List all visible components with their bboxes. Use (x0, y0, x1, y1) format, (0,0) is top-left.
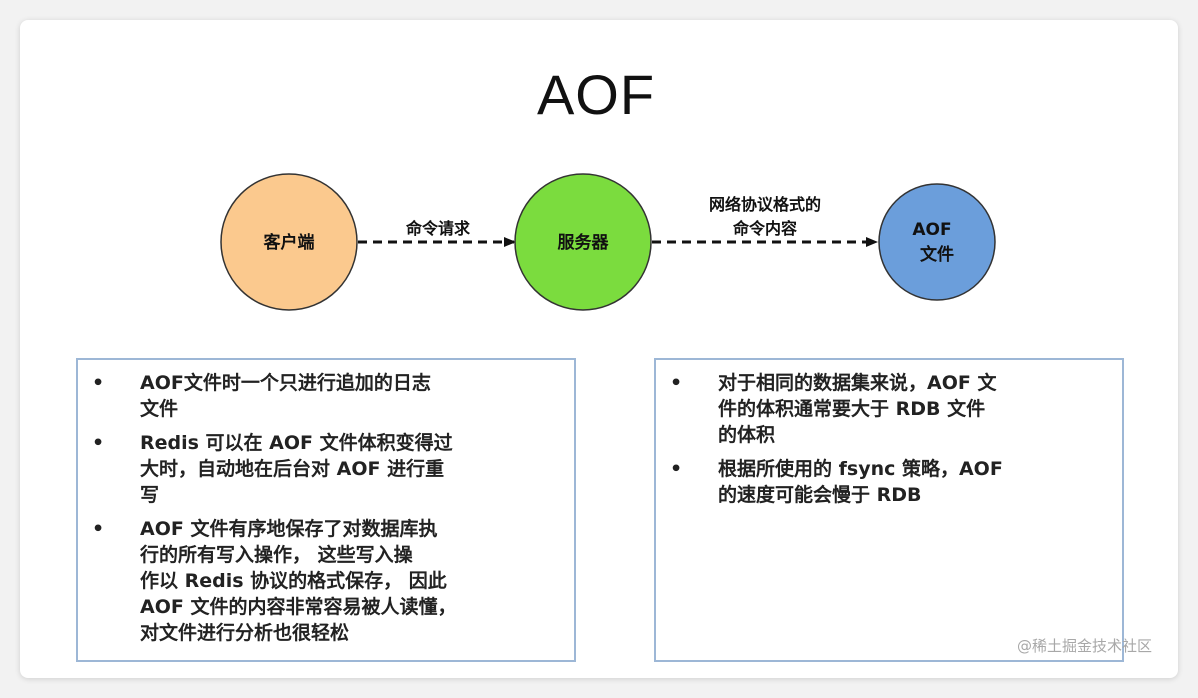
list-item-line: 的速度可能会慢于 RDB (718, 484, 922, 506)
bullet-icon: • (92, 518, 105, 540)
list-item-line: AOF 文件有序地保存了对数据库执 (140, 518, 438, 540)
node-server-circle (514, 173, 652, 311)
node-client-circle (220, 173, 358, 311)
list-item: • 根据所使用的 fsync 策略，AOF 的速度可能会慢于 RDB (656, 456, 1122, 508)
list-item-line: 文件 (140, 398, 179, 420)
list-item: • AOF文件时一个只进行追加的日志文件 (78, 370, 574, 422)
list-item: • AOF 文件有序地保存了对数据库执行的所有写入操作， 这些写入操作以 Redi… (78, 516, 574, 646)
aof-drawbacks-panel: • 对于相同的数据集来说，AOF 文件的体积通常要大于 RDB 文件的体积 • 根据所… (654, 358, 1124, 662)
list-item-line: 的体积 (718, 424, 776, 446)
list-item-line: 根据所使用的 fsync 策略，AOF (718, 458, 1003, 480)
list-item-line: 对于相同的数据集来说，AOF 文 (718, 372, 997, 394)
list-item-line: Redis 可以在 AOF 文件体积变得过 (140, 432, 453, 454)
list-item-line: 写 (140, 484, 160, 506)
list-item-line: 对文件进行分析也很轻松 (140, 622, 350, 644)
list-item-line: 大时，自动地在后台对 AOF 进行重 (140, 458, 445, 480)
node-server-label: 服务器 (558, 232, 610, 253)
node-aof-file-label-line2: 文件 (920, 244, 954, 265)
list-item-line: 作以 Redis 协议的格式保存， 因此 (140, 570, 447, 592)
bullet-icon: • (92, 372, 105, 394)
list-item-line: AOF 文件的内容非常容易被人读懂， (140, 596, 457, 618)
aof-features-list: • AOF文件时一个只进行追加的日志文件 • Redis 可以在 AOF 文件体积变得… (78, 360, 574, 646)
aof-features-panel: • AOF文件时一个只进行追加的日志文件 • Redis 可以在 AOF 文件体积变得… (76, 358, 576, 662)
node-client-label: 客户端 (263, 232, 315, 253)
slide-card: AOF 客户端 服务器 AOF 文件 命令请求 网络协议格式的 命令内容 • AO… (20, 20, 1178, 678)
edge-request-label: 命令请求 (405, 219, 471, 238)
node-aof-file-circle (878, 183, 996, 301)
list-item: • 对于相同的数据集来说，AOF 文件的体积通常要大于 RDB 文件的体积 (656, 370, 1122, 448)
watermark: @稀土掘金技术社区 (1016, 637, 1152, 655)
list-item-line: 行的所有写入操作， 这些写入操 (140, 544, 413, 566)
aof-drawbacks-list: • 对于相同的数据集来说，AOF 文件的体积通常要大于 RDB 文件的体积 • 根据所… (656, 360, 1122, 508)
edge-protocol-label-line2: 命令内容 (732, 219, 797, 238)
flow-diagram: 客户端 服务器 AOF 文件 命令请求 网络协议格式的 命令内容 (220, 173, 996, 311)
bullet-icon: • (92, 432, 105, 454)
node-aof-file-label-line1: AOF (912, 220, 951, 240)
bullet-icon: • (670, 458, 683, 480)
list-item-line: 件的体积通常要大于 RDB 文件 (718, 398, 986, 420)
slide-title: AOF (536, 63, 656, 126)
list-item: • Redis 可以在 AOF 文件体积变得过大时，自动地在后台对 AOF 进行重… (78, 430, 574, 508)
bullet-icon: • (670, 372, 683, 394)
edge-protocol-label-line1: 网络协议格式的 (709, 195, 821, 214)
list-item-line: AOF文件时一个只进行追加的日志 (140, 372, 431, 394)
